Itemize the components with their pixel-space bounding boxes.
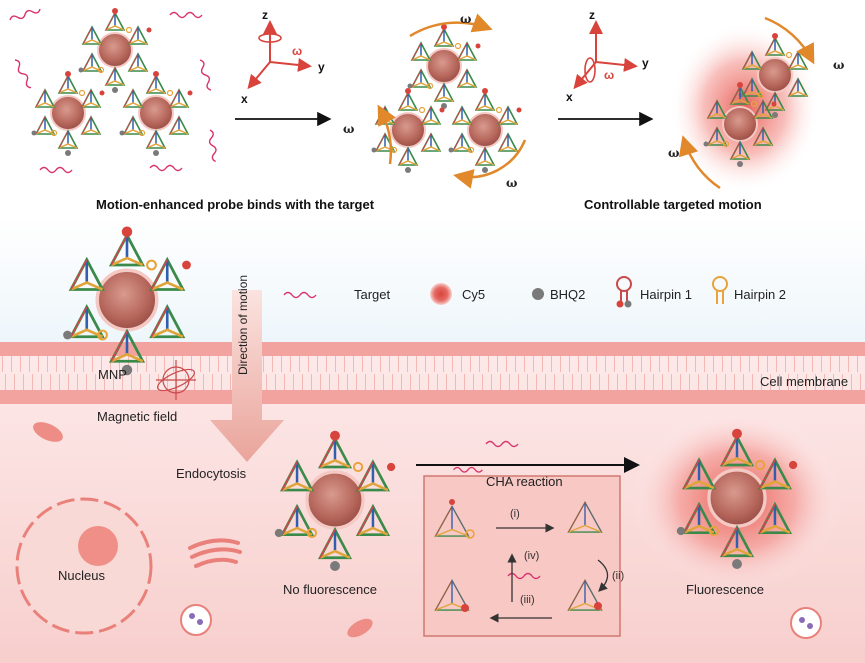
direction-of-motion-label: Direction of motion (236, 275, 250, 375)
axis1-x-label: x (241, 92, 248, 106)
axes-rotation-1 (247, 20, 312, 90)
omega-label-2: ω (343, 122, 355, 136)
probe-fluorescent (632, 410, 842, 590)
axes-rotation-2 (573, 20, 638, 90)
mnp-label: MNP (98, 367, 127, 382)
probe-cluster-bound (372, 13, 527, 189)
legend-hairpin2-label: Hairpin 2 (734, 287, 787, 302)
mitochondrion-1 (33, 422, 63, 442)
rotation-arrow-glow-top (764, 16, 815, 65)
legend-bhq2-label: BHQ2 (550, 287, 586, 302)
magnetic-field-symbol (156, 360, 196, 400)
cha-step-iii: (iii) (520, 594, 535, 606)
axis1-omega-label: ω (292, 44, 303, 58)
cha-box (423, 466, 621, 637)
nucleus-label: Nucleus (58, 568, 105, 583)
axis1-z-label: z (262, 8, 268, 22)
magnetic-field-label: Magnetic field (97, 409, 178, 424)
omega-label-4: ω (833, 58, 845, 72)
hairpin1-icon (616, 276, 632, 308)
fluorescence-label: Fluorescence (686, 582, 765, 597)
omega-label-3: ω (506, 176, 518, 190)
rotation-arrow-glow-bottom (678, 135, 721, 190)
rotation-arrow-right (453, 139, 527, 189)
vesicle-2 (790, 607, 822, 639)
endocytosis-label: Endocytosis (176, 466, 247, 481)
no-fluorescence-label: No fluorescence (283, 582, 377, 597)
cha-step-iv: (iv) (524, 550, 540, 562)
bhq2-icon (532, 288, 544, 300)
mitochondrion-2 (347, 618, 373, 638)
cha-step-ii: (ii) (612, 570, 625, 582)
rotation-arrow-top (409, 13, 493, 38)
golgi-apparatus (188, 538, 242, 568)
omega-label-1: ω (460, 12, 472, 26)
cha-step-i: (i) (510, 508, 520, 520)
rotation-arrow-left (377, 104, 396, 165)
legend-cy5-label: Cy5 (462, 287, 486, 302)
cell-membrane-label: Cell membrane (760, 374, 849, 389)
axis1-y-label: y (318, 60, 325, 74)
caption-binding: Motion-enhanced probe binds with the tar… (96, 197, 375, 212)
legend-hairpin1-label: Hairpin 1 (640, 287, 693, 302)
axis2-z-label: z (589, 8, 595, 22)
probe-cluster-glowing (670, 16, 820, 193)
vesicle-1 (180, 604, 212, 636)
omega-label-5: ω (668, 146, 680, 160)
cell-membrane (0, 342, 865, 404)
axis2-y-label: y (642, 56, 649, 70)
direction-arrow (210, 290, 284, 462)
hairpin2-icon (712, 276, 728, 304)
axis2-x-label: x (566, 90, 573, 104)
axis2-omega-label: ω (604, 68, 615, 82)
legend (283, 276, 728, 308)
caption-targeted-motion: Controllable targeted motion (584, 197, 762, 212)
cha-reaction-title: CHA reaction (486, 474, 563, 489)
cy5-icon (430, 283, 452, 305)
nucleus (15, 497, 153, 635)
legend-target-label: Target (354, 287, 391, 302)
